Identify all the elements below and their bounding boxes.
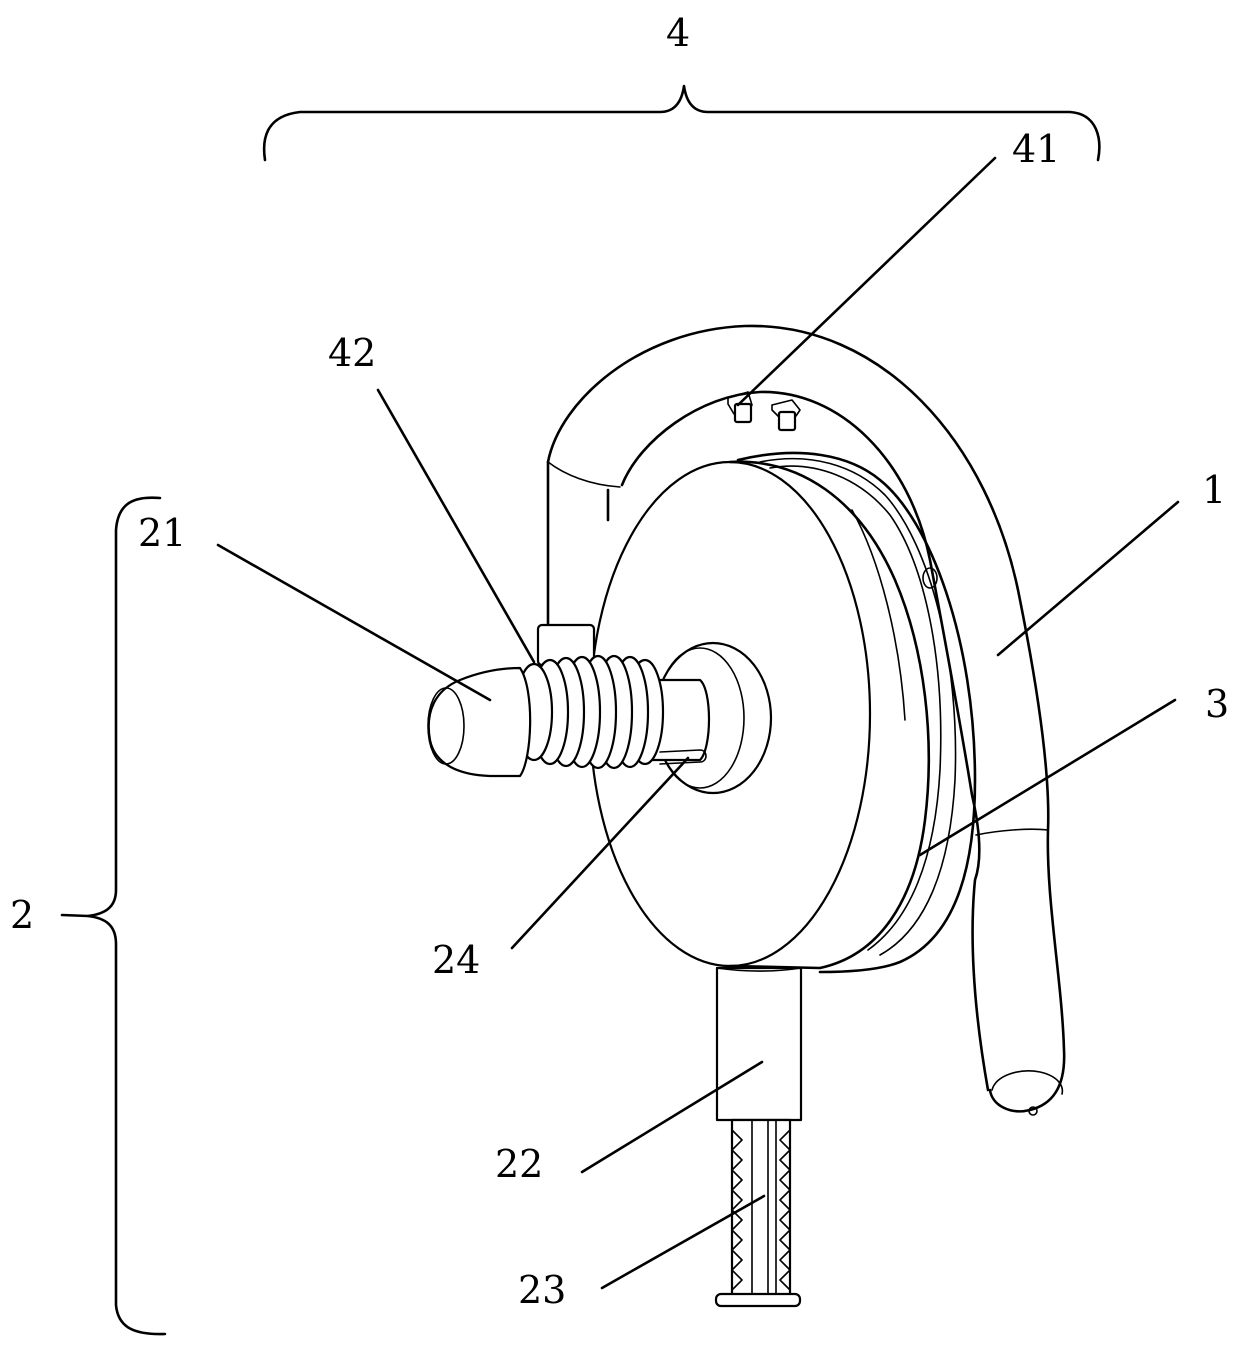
label-1: 1 (1202, 468, 1226, 512)
pins-41 (728, 392, 800, 430)
brace-4 (264, 86, 1099, 160)
leader-41 (738, 158, 995, 405)
label-41: 41 (1012, 127, 1060, 171)
leader-1 (998, 502, 1178, 655)
label-2: 2 (10, 893, 34, 937)
leader-21 (218, 545, 490, 700)
leader-42 (378, 390, 534, 662)
label-23: 23 (518, 1268, 566, 1312)
thread-rings (516, 656, 663, 768)
label-22: 22 (495, 1142, 543, 1186)
label-21: 21 (138, 511, 186, 555)
label-24: 24 (432, 938, 480, 982)
stem-assembly (716, 968, 801, 1306)
label-42: 42 (328, 331, 376, 375)
label-3: 3 (1205, 682, 1229, 726)
label-4: 4 (666, 11, 690, 55)
brace-2 (62, 498, 165, 1334)
